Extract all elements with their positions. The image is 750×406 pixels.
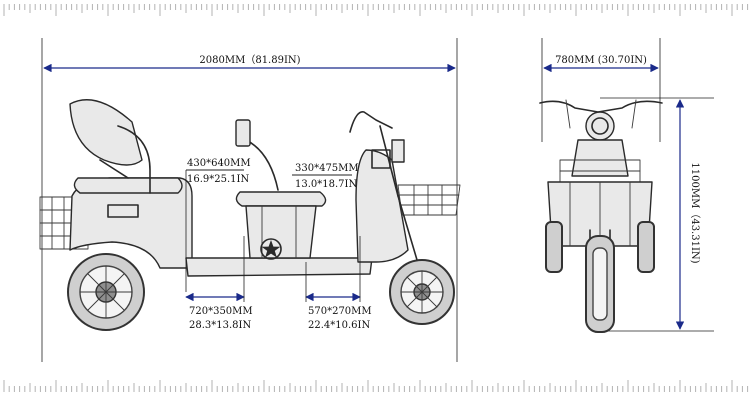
- bottom-ruler: [3, 380, 749, 392]
- front-seat-backrest: [235, 119, 251, 147]
- rear-wheel: [67, 253, 145, 331]
- front-wheel: [389, 259, 455, 325]
- handlebar: [349, 111, 393, 133]
- rear-wheel-left-front-view: [545, 221, 563, 273]
- height-label: 1100MM（43.31IN): [689, 162, 701, 263]
- front-headlight: [585, 111, 615, 141]
- rear-armrest: [117, 125, 151, 194]
- rear-wheel-right-front-view: [637, 221, 655, 273]
- front-fairing: [355, 149, 409, 263]
- tricycle-side-view: [39, 99, 461, 331]
- rear-seat-size-imperial: 16.9*25.1IN: [187, 174, 249, 185]
- front-seat-size-metric: 330*475MM: [295, 163, 359, 174]
- top-ruler: [3, 4, 749, 16]
- tricycle-front-view: [539, 99, 663, 333]
- front-basket: [397, 184, 461, 216]
- length-label: 2080MM（81.89IN): [199, 54, 300, 66]
- star-emblem-ring: [260, 238, 282, 260]
- rear-seat-backrest: [69, 99, 143, 166]
- front-floor-size-metric: 570*270MM: [308, 306, 372, 317]
- front-seat-size-imperial: 13.0*18.7IN: [295, 179, 357, 190]
- headlight: [371, 149, 391, 169]
- width-label: 780MM (30.70IN): [555, 55, 647, 66]
- rear-seat-cushion: [73, 177, 183, 194]
- mirror: [391, 139, 405, 163]
- front-fairing-front: [571, 139, 629, 177]
- center-body: [245, 205, 317, 259]
- floorboard: [185, 257, 373, 277]
- rear-floor-size-metric: 720*350MM: [189, 306, 253, 317]
- front-handlebar: [539, 100, 663, 113]
- front-fork: [397, 195, 421, 271]
- rear-seat-size-metric: 430*640MM: [187, 158, 251, 169]
- front-floor-size-imperial: 22.4*10.6IN: [308, 320, 370, 331]
- star-icon: [261, 240, 281, 258]
- front-seat-cushion: [235, 191, 327, 207]
- front-seat-backrest-post: [245, 139, 279, 191]
- rear-light: [107, 204, 139, 218]
- rear-floor-size-imperial: 28.3*13.8IN: [189, 320, 251, 331]
